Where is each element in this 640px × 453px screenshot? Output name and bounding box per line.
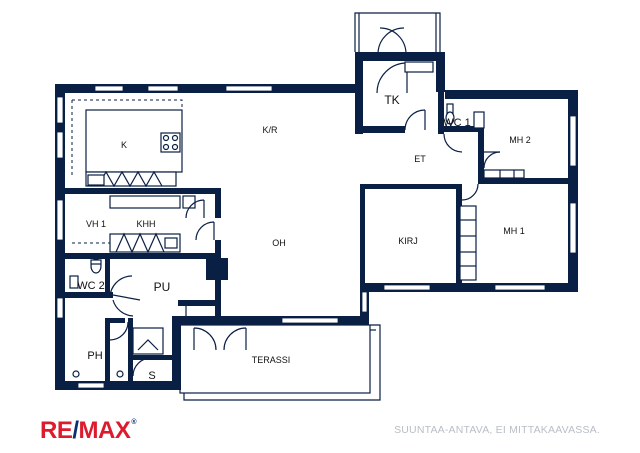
room-label-ph: PH: [87, 350, 102, 362]
room-label-wc2: WC 2: [77, 280, 105, 292]
logo-max: MAX: [78, 417, 131, 444]
wc2-toilet-icon: [69, 258, 102, 289]
interior-walls: [65, 52, 568, 381]
logo-registered: ®: [131, 419, 137, 426]
wc1-toilet-icon: [445, 103, 485, 129]
entrance-porch: [354, 12, 441, 52]
logo-slash: /: [72, 417, 79, 444]
room-label-kr: K/R: [262, 125, 278, 135]
room-label-terassi: TERASSI: [252, 355, 291, 365]
remax-logo: RE/MAX®: [40, 419, 136, 443]
room-label-kirj: KIRJ: [398, 236, 418, 246]
room-label-pu: PU: [154, 280, 171, 294]
utility-counters: [109, 195, 215, 254]
room-label-s: S: [148, 370, 155, 382]
cooktop-icon: [160, 132, 181, 153]
room-label-oh: OH: [272, 238, 286, 248]
closets: [132, 61, 525, 355]
room-label-mh2: MH 2: [509, 135, 531, 145]
room-label-k: K: [121, 140, 127, 150]
room-label-tk: TK: [384, 93, 399, 107]
room-label-wc1: WC 1: [443, 117, 471, 129]
doors: [109, 27, 501, 377]
shower-icons: [72, 306, 187, 378]
room-label-khh: KHH: [136, 219, 155, 229]
logo-re: RE: [40, 417, 73, 444]
room-label-vh1: VH 1: [86, 219, 106, 229]
scale-disclaimer: SUUNTAA-ANTAVA, EI MITTAKAAVASSA.: [394, 424, 600, 436]
room-label-et: ET: [414, 154, 426, 164]
windows: [56, 85, 577, 389]
room-label-mh1: MH 1: [503, 226, 525, 236]
